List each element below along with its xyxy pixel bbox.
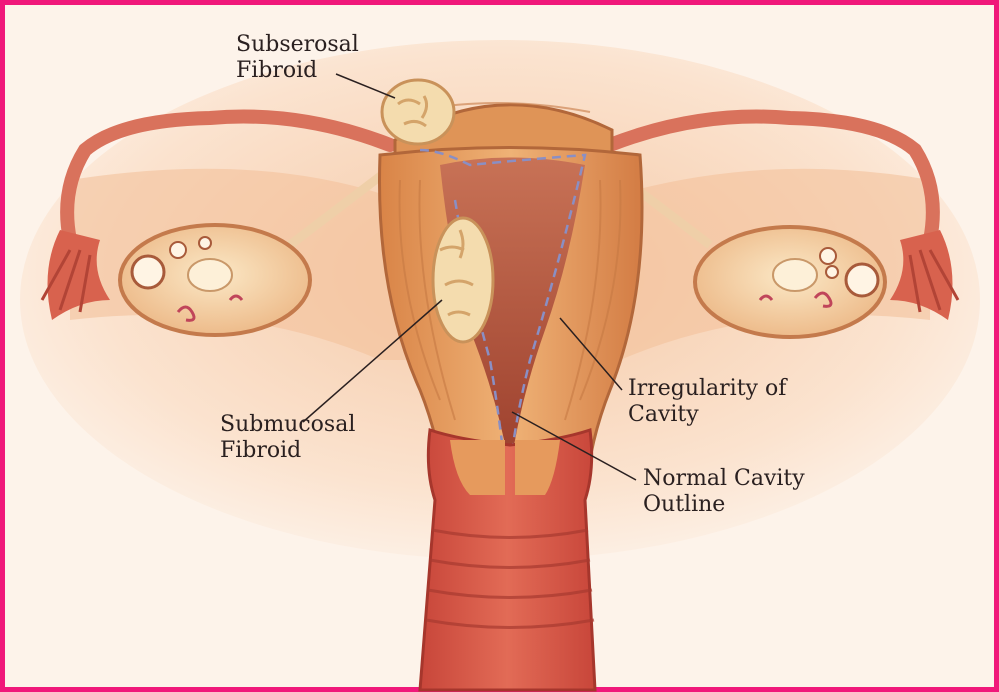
subserosal-label-line2: Fibroid (236, 58, 359, 84)
irregularity-of-cavity-label: Irregularity of Cavity (628, 376, 786, 428)
subserosal-fibroid (382, 80, 454, 144)
subserosal-fibroid-label: Subserosal Fibroid (236, 32, 359, 84)
irregularity-label-line1: Irregularity of (628, 376, 786, 402)
submucosal-label-line2: Fibroid (220, 438, 355, 464)
cervix-vagina (420, 430, 595, 690)
subserosal-label-line1: Subserosal (236, 32, 359, 58)
irregularity-label-line2: Cavity (628, 402, 786, 428)
submucosal-label-line1: Submucosal (220, 412, 355, 438)
normal-cavity-outline-label: Normal Cavity Outline (643, 466, 805, 518)
submucosal-fibroid-label: Submucosal Fibroid (220, 412, 355, 464)
left-ovary (120, 225, 310, 335)
normal-label-line1: Normal Cavity (643, 466, 805, 492)
right-ovary (695, 227, 885, 337)
normal-label-line2: Outline (643, 492, 805, 518)
submucosal-fibroid (433, 218, 493, 342)
